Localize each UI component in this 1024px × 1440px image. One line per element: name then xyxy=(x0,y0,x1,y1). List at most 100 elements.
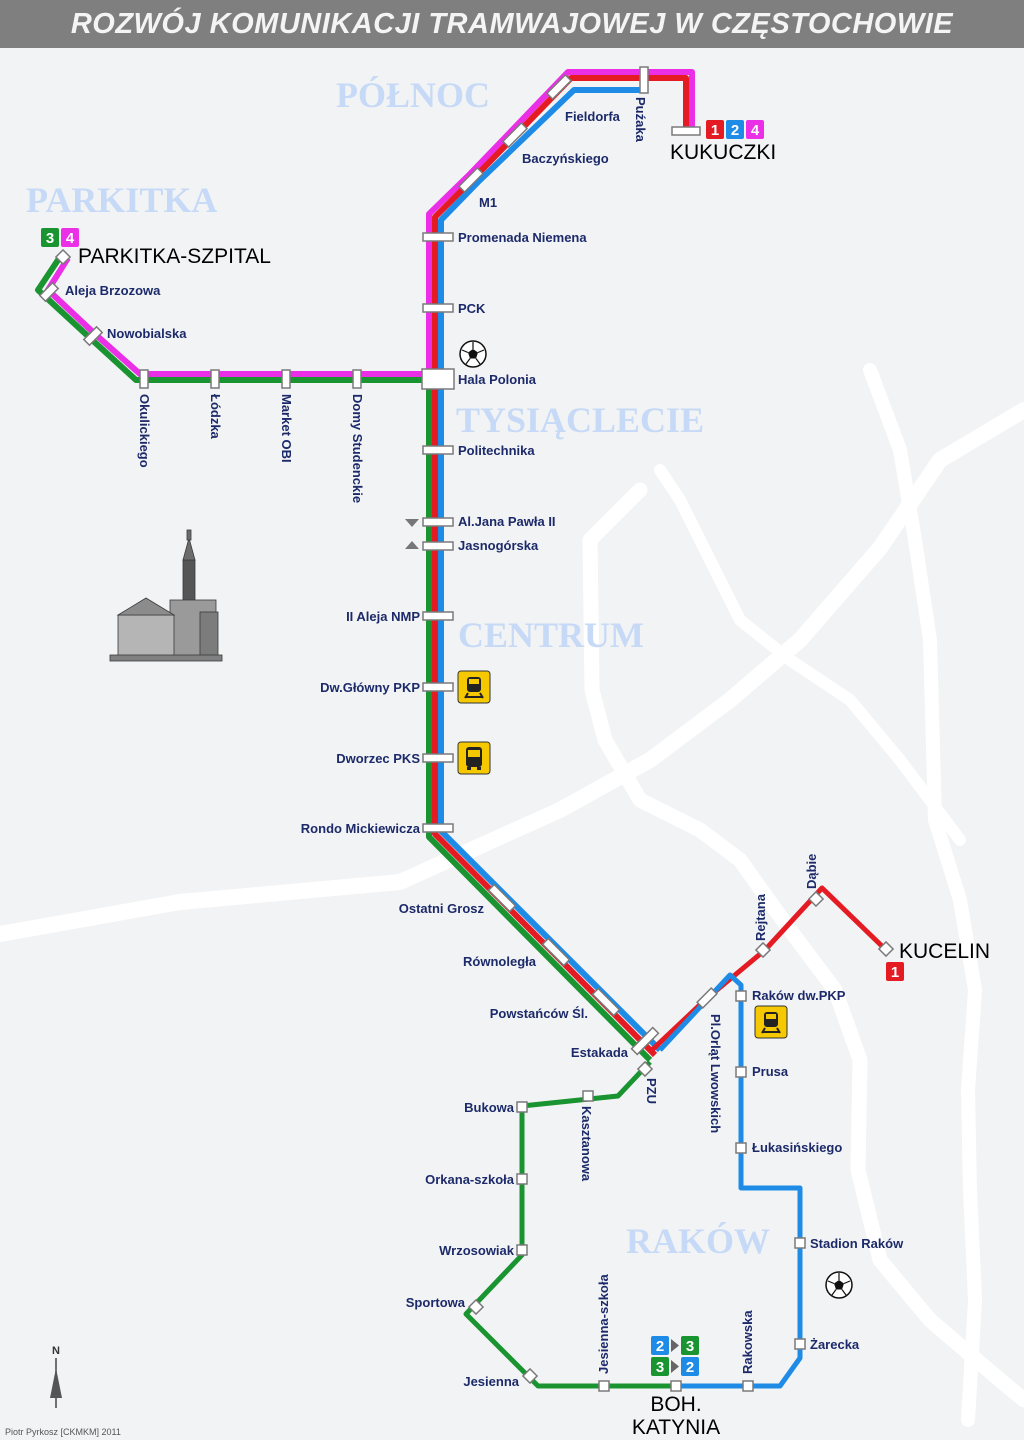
stop-marker-wrzosowiak[interactable] xyxy=(516,1244,528,1256)
stop-label-m1: M1 xyxy=(479,195,497,210)
stop-label-rakow-pkp: Raków dw.PKP xyxy=(752,988,846,1003)
stop-marker-domy[interactable] xyxy=(352,369,362,389)
stop-marker-katynia[interactable] xyxy=(670,1380,682,1392)
stop-marker-pck[interactable] xyxy=(422,303,454,313)
stop-marker-promenada[interactable] xyxy=(422,232,454,242)
stop-marker-nowobialska[interactable] xyxy=(82,325,104,347)
terminal-katynia-1: BOH. xyxy=(650,1393,701,1416)
stop-marker-sportowa[interactable] xyxy=(467,1298,485,1316)
stop-label-jana-pawla: Al.Jana Pawła II xyxy=(458,514,556,529)
stop-label-powstancow: Powstańców Śl. xyxy=(490,1006,588,1021)
svg-text:1: 1 xyxy=(711,122,719,139)
stop-marker-dabie[interactable] xyxy=(807,890,825,908)
stop-label-lodzka: Łódzka xyxy=(208,394,223,440)
stop-label-nowobialska: Nowobialska xyxy=(107,326,187,341)
stop-marker-politechnika[interactable] xyxy=(422,445,454,455)
stop-label-orkana: Orkana-szkoła xyxy=(425,1172,515,1187)
stop-label-dw-pks: Dworzec PKS xyxy=(336,751,420,766)
line-1-trunk xyxy=(432,380,658,1058)
svg-text:2: 2 xyxy=(656,1338,664,1355)
map-credit: Piotr Pyrkosz [CKMKM] 2011 xyxy=(5,1427,121,1437)
stop-label-orlat: Pl.Orląt Lwowskich xyxy=(708,1014,723,1133)
river-north xyxy=(863,363,982,1427)
badge-kucelin-1: 1 xyxy=(886,962,904,981)
transfer-arrow-icon xyxy=(671,1360,679,1373)
stop-marker-orlat[interactable] xyxy=(696,987,718,1009)
stop-marker-obi[interactable] xyxy=(281,369,291,389)
stop-marker-estakada[interactable] xyxy=(630,1026,660,1056)
stop-label-aleja-nmp: II Aleja NMP xyxy=(346,609,420,624)
stop-marker-lodzka[interactable] xyxy=(210,369,220,389)
terminal-kucelin: KUCELIN xyxy=(899,940,990,963)
stop-marker-fieldorfa[interactable] xyxy=(545,73,573,101)
district-rakow: RAKÓW xyxy=(626,1221,770,1261)
map-title: ROZWÓJ KOMUNIKACJI TRAMWAJOWEJ W CZĘSTOC… xyxy=(70,8,954,40)
stop-marker-powstancow[interactable] xyxy=(591,987,621,1017)
stop-marker-kasztanowa[interactable] xyxy=(582,1090,594,1102)
stop-marker-rakowska[interactable] xyxy=(742,1380,754,1392)
stop-marker-dw-pkp[interactable] xyxy=(422,682,454,692)
line-2-rakow xyxy=(540,972,803,1389)
stop-label-pck: PCK xyxy=(458,301,486,316)
stop-label-rondo: Rondo Mickiewicza xyxy=(301,821,421,836)
stop-marker-bukowa[interactable] xyxy=(516,1101,528,1113)
district-centrum: CENTRUM xyxy=(458,615,644,655)
stop-marker-dw-pks[interactable] xyxy=(422,753,454,763)
terminal-katynia-2: KATYNIA xyxy=(632,1416,720,1439)
stop-marker-pzu[interactable] xyxy=(636,1060,654,1078)
stop-marker-m1[interactable] xyxy=(457,166,485,194)
stop-marker-parkitka-terminal[interactable] xyxy=(54,248,72,266)
stop-marker-rondo[interactable] xyxy=(422,823,454,833)
stop-marker-ostatni-grosz[interactable] xyxy=(487,883,517,913)
stop-marker-stadion[interactable] xyxy=(794,1237,806,1249)
badge-parkitka-4: 4 xyxy=(61,228,79,247)
river-branch xyxy=(654,464,966,846)
stop-label-lukasinskiego: Łukasińskiego xyxy=(752,1140,842,1155)
stop-marker-rownolegla[interactable] xyxy=(541,937,571,967)
stop-marker-kucelin[interactable] xyxy=(877,940,895,958)
river-main xyxy=(0,402,1024,942)
terminal-labels: KUKUCZKI PARKITKA-SZPITAL KUCELIN BOH. K… xyxy=(78,141,990,1439)
stop-marker-zarecka[interactable] xyxy=(794,1338,806,1350)
district-labels: PÓŁNOC PARKITKA TYSIĄCLECIE CENTRUM RAKÓ… xyxy=(26,75,770,1261)
rivers xyxy=(0,363,1024,1427)
line-badges: 1 2 4 3 4 1 xyxy=(41,120,904,1376)
stop-marker-okulickiego[interactable] xyxy=(139,369,149,389)
stop-marker-hala-polonia[interactable] xyxy=(421,368,455,390)
stop-marker-aleja-nmp[interactable] xyxy=(422,611,454,621)
district-parkitka: PARKITKA xyxy=(26,180,217,220)
stop-marker-jana-pawla[interactable] xyxy=(422,517,454,527)
badge-kukuczki-2: 2 xyxy=(726,120,744,139)
stop-label-sportowa: Sportowa xyxy=(406,1295,466,1310)
stop-marker-prusa[interactable] xyxy=(735,1066,747,1078)
stop-label-fieldorfa: Fieldorfa xyxy=(565,109,621,124)
stop-label-ostatni-grosz: Ostatni Grosz xyxy=(399,901,485,916)
stop-marker-orkana[interactable] xyxy=(516,1173,528,1185)
stop-marker-jesienna[interactable] xyxy=(521,1367,539,1385)
transfer-arrow-icon xyxy=(671,1339,679,1352)
stop-label-politechnika: Politechnika xyxy=(458,443,535,458)
stop-label-baczynskiego: Baczyńskiego xyxy=(522,151,609,166)
stop-label-jesienna: Jesienna xyxy=(463,1374,519,1389)
badge-katynia-row2: 3 2 xyxy=(651,1357,699,1376)
stop-label-market-obi: Market OBI xyxy=(279,394,294,463)
stop-label-rejtana: Rejtana xyxy=(753,893,768,941)
stop-label-estakada: Estakada xyxy=(571,1045,629,1060)
stop-marker-jesienna-szkola[interactable] xyxy=(598,1380,610,1392)
stop-marker-aleja-brzozowa[interactable] xyxy=(38,281,60,303)
stop-label-zarecka: Żarecka xyxy=(810,1337,860,1352)
stop-marker-kukuczki[interactable] xyxy=(671,126,701,136)
stop-marker-jasnogorska[interactable] xyxy=(422,541,454,551)
stop-marker-lukasinskiego[interactable] xyxy=(735,1142,747,1154)
stop-label-puzaka: Puźaka xyxy=(633,97,648,143)
stop-markers xyxy=(38,66,895,1392)
stop-marker-rakow-pkp[interactable] xyxy=(735,990,747,1002)
stop-label-pzu: PZU xyxy=(644,1078,659,1104)
stop-marker-baczynskiego[interactable] xyxy=(501,121,529,149)
badge-katynia-row1: 2 3 xyxy=(651,1336,699,1355)
line-2-north xyxy=(438,87,640,380)
svg-text:4: 4 xyxy=(66,230,75,247)
stop-marker-rejtana[interactable] xyxy=(754,941,772,959)
district-polnoc: PÓŁNOC xyxy=(336,75,490,115)
stop-marker-puzaka[interactable] xyxy=(639,66,649,94)
